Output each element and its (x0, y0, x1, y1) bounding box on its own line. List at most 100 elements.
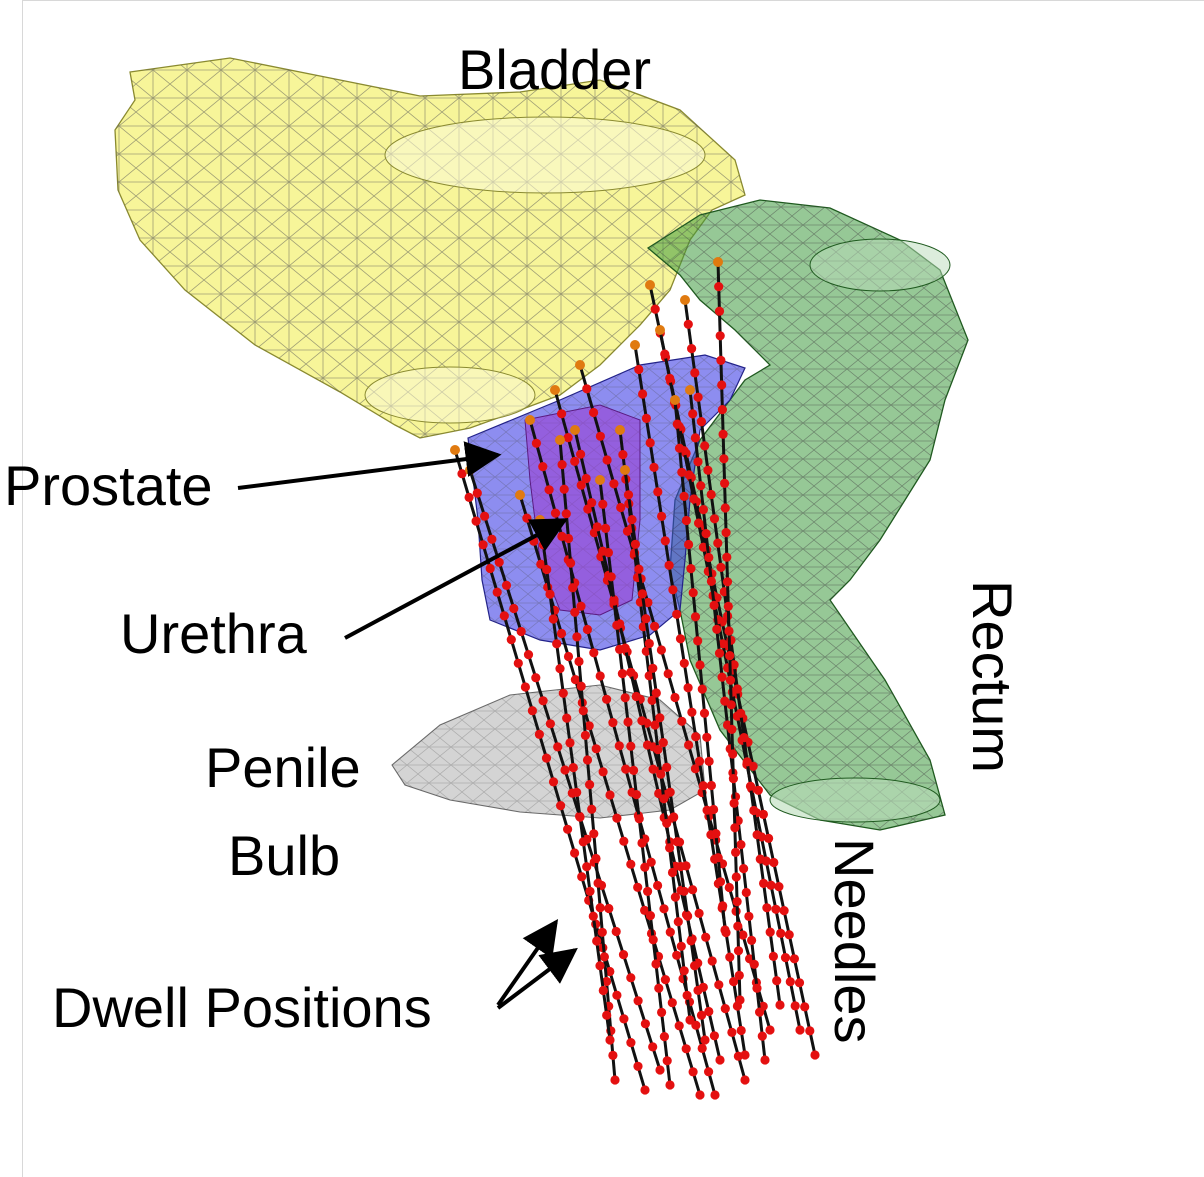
dwell-position-dot (604, 548, 613, 557)
dwell-position-dot (697, 417, 706, 426)
dwell-position-dot (598, 928, 607, 937)
dwell-position-dot (623, 717, 632, 726)
dwell-position-dot (615, 741, 624, 750)
dwell-position-dot (581, 731, 590, 740)
dwell-position-dot (725, 651, 734, 660)
dwell-position-dot (657, 1008, 666, 1017)
dwell-position-dot (659, 794, 668, 803)
dwell-position-dot (570, 608, 579, 617)
dwell-position-dot (665, 843, 674, 852)
dwell-position-dot (570, 457, 579, 466)
dwell-position-dot (651, 305, 660, 314)
dwell-position-dot (589, 912, 598, 921)
dwell-position-dot (627, 515, 636, 524)
dwell-position-dot (555, 664, 564, 673)
dwell-position-dot (619, 837, 628, 846)
dwell-position-dot (654, 984, 663, 993)
dwell-position-dot (684, 320, 693, 329)
bulb-label: Bulb (228, 828, 340, 884)
dwell-position-dot (632, 790, 641, 799)
dwell-position-dot (632, 692, 641, 701)
dwell-position-dot (697, 1011, 706, 1020)
dwell-position-dot (648, 1042, 657, 1051)
dwell-position-dot (704, 1067, 713, 1076)
dwell-position-dot (672, 610, 681, 619)
dwell-position-dot (747, 936, 756, 945)
dwell-position-dot (599, 986, 608, 995)
dwell-position-dot (688, 409, 697, 418)
dwell-position-dot (682, 1044, 691, 1053)
dwell-position-dot (515, 490, 525, 500)
dwell-position-dot (599, 767, 608, 776)
dwell-position-dot (731, 848, 740, 857)
dwell-position-dot (640, 863, 649, 872)
dwell-position-dot (737, 1026, 746, 1035)
dwell-position-dot (472, 517, 481, 526)
dwell-position-dot (553, 742, 562, 751)
dwell-position-dot (576, 450, 585, 459)
dwell-position-dot (486, 564, 495, 573)
dwell-position-dot (465, 493, 474, 502)
dwell-position-dot (699, 781, 708, 790)
dwell-position-dot (582, 862, 591, 871)
dwell-position-dot (619, 1014, 628, 1023)
dwell-position-dot (708, 956, 717, 965)
dwell-position-dot (585, 780, 594, 789)
dwell-position-dot (676, 634, 685, 643)
dwell-position-dot (582, 474, 591, 483)
dwell-arrow-icon-1 (498, 922, 556, 1005)
dwell-position-dot (661, 975, 670, 984)
dwell-position-dot (714, 980, 723, 989)
dwell-position-dot (746, 782, 755, 791)
dwell-position-dot (648, 664, 657, 673)
dwell-position-dot (725, 883, 734, 892)
dwell-position-dot (718, 901, 727, 910)
dwell-position-dot (684, 683, 693, 692)
dwell-position-dot (718, 673, 727, 682)
dwell-position-dot (685, 1015, 694, 1024)
dwell-position-dot (694, 519, 703, 528)
dwell-position-dot (810, 1050, 819, 1059)
dwell-position-dot (602, 695, 611, 704)
dwell-position-dot (600, 952, 609, 961)
dwell-position-dot (710, 1031, 719, 1040)
dwell-position-dot (707, 490, 716, 499)
dwell-position-dot (723, 577, 732, 586)
prostate-label: Prostate (4, 458, 213, 514)
dwell-position-dot (699, 505, 708, 514)
dwell-position-dot (593, 522, 602, 531)
dwell-position-dot (722, 553, 731, 562)
dwell-position-dot (645, 639, 654, 648)
dwell-position-dot (689, 588, 698, 597)
dwell-position-dot (629, 766, 638, 775)
dwell-position-dot (687, 708, 696, 717)
dwell-position-dot (739, 733, 748, 742)
dwell-position-dot (703, 466, 712, 475)
dwell-position-dot (570, 848, 579, 857)
dwell-position-dot (589, 648, 598, 657)
dwell-position-dot (689, 1067, 698, 1076)
dwell-position-dot (542, 754, 551, 763)
dwell-position-dot (609, 479, 618, 488)
dwell-position-dot (605, 790, 614, 799)
dwell-position-dot (626, 668, 635, 677)
dwell-position-dot (707, 781, 716, 790)
dwell-position-dot (592, 744, 601, 753)
dwell-position-dot (535, 515, 545, 525)
dwell-position-dot (579, 706, 588, 715)
dwell-position-dot (682, 516, 691, 525)
dwell-position-dot (695, 757, 704, 766)
dwell-position-dot (612, 814, 621, 823)
dwell-position-dot (621, 693, 630, 702)
dwell-position-dot (733, 684, 742, 693)
dwell-position-dot (755, 1008, 764, 1017)
dwell-position-dot (640, 1085, 649, 1094)
dwell-position-dot (743, 757, 752, 766)
dwell-position-dot (707, 577, 716, 586)
dwell-position-dot (660, 1032, 669, 1041)
dwell-position-dot (674, 917, 683, 926)
dwell-position-dot (805, 1026, 814, 1035)
dwell-position-dot (753, 830, 762, 839)
dwell-position-dot (542, 565, 551, 574)
dwell-position-dot (683, 912, 692, 921)
